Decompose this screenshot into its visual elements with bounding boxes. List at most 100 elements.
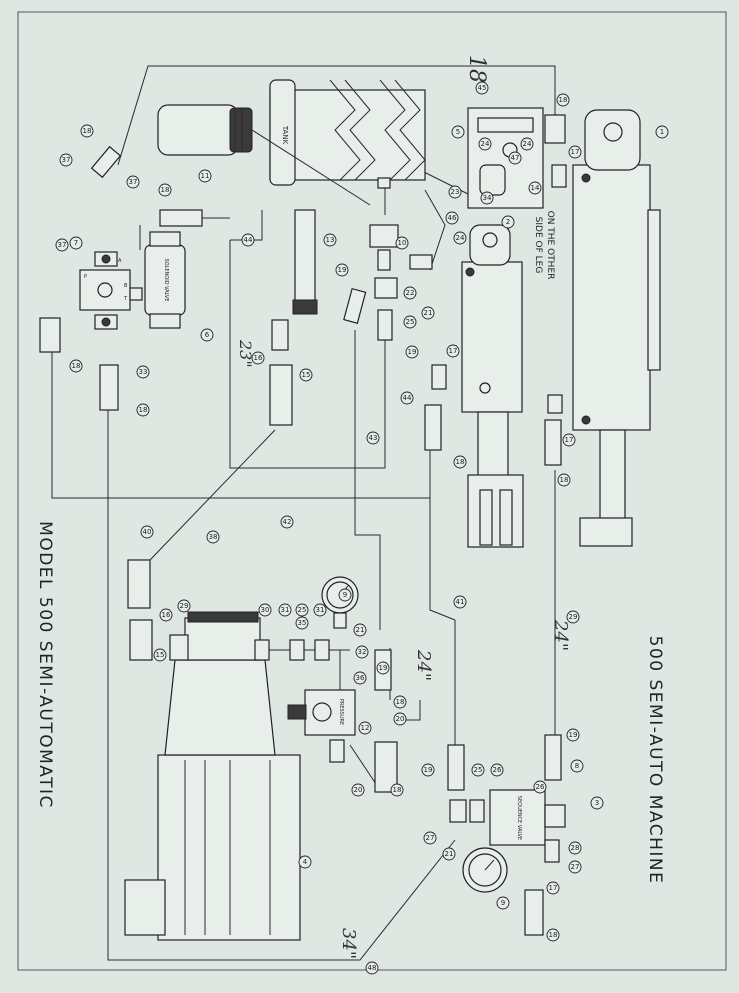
svg-text:18: 18 <box>161 186 170 194</box>
callout-32: 32 <box>355 645 369 659</box>
callout-1: 1 <box>655 125 669 139</box>
svg-text:18: 18 <box>72 362 81 370</box>
callout-25c: 25 <box>295 603 309 617</box>
svg-text:46: 46 <box>448 214 457 222</box>
svg-text:43: 43 <box>369 434 378 442</box>
svg-text:24: 24 <box>481 140 490 148</box>
svg-text:34: 34 <box>483 194 492 202</box>
callout-26a: 26 <box>490 763 504 777</box>
callout-14a: 14 <box>528 181 542 195</box>
callout-17c: 17 <box>562 433 576 447</box>
port-p-label: P <box>84 274 87 280</box>
note-right: 24" <box>550 619 571 651</box>
svg-text:40: 40 <box>143 528 152 536</box>
callout-29b: 29 <box>566 610 580 624</box>
svg-text:21: 21 <box>356 626 365 634</box>
callout-48: 48 <box>365 961 379 975</box>
svg-text:9: 9 <box>343 591 347 599</box>
svg-text:18: 18 <box>549 931 558 939</box>
callout-19b: 19 <box>405 345 419 359</box>
note-middle: 24" <box>413 649 434 681</box>
svg-text:13: 13 <box>326 236 335 244</box>
relief-valve-label: PRESSURE <box>338 699 344 725</box>
title-right: 500 SEMI-AUTO MACHINE <box>645 636 665 885</box>
svg-text:18: 18 <box>393 786 402 794</box>
manifold-label: SEQUENCE VALVE <box>516 796 522 840</box>
svg-text:26: 26 <box>493 766 502 774</box>
callout-18j: 18 <box>546 928 560 942</box>
svg-text:3: 3 <box>595 799 599 807</box>
callout-37b: 37 <box>126 175 140 189</box>
svg-text:21: 21 <box>424 309 433 317</box>
svg-text:2: 2 <box>506 218 510 226</box>
svg-text:16: 16 <box>254 354 263 362</box>
callout-13: 13 <box>323 233 337 247</box>
svg-text:18: 18 <box>396 698 405 706</box>
callout-2: 2 <box>501 215 515 229</box>
callout-37a: 37 <box>59 153 73 167</box>
callout-44a: 44 <box>241 233 255 247</box>
callout-31b: 31 <box>313 603 327 617</box>
callout-17b: 17 <box>446 344 460 358</box>
svg-text:22: 22 <box>406 289 415 297</box>
callout-9b: 9 <box>496 896 510 910</box>
hose-lines <box>51 65 556 961</box>
callout-18a: 18 <box>80 124 94 138</box>
callout-34: 34 <box>480 191 494 205</box>
callout-18g: 18 <box>557 473 571 487</box>
callout-19e: 19 <box>376 661 390 675</box>
svg-text:14: 14 <box>531 184 540 192</box>
svg-text:37: 37 <box>58 241 67 249</box>
port-t-label: T <box>123 296 128 302</box>
svg-text:24: 24 <box>456 234 465 242</box>
svg-text:23: 23 <box>451 188 460 196</box>
callout-17a: 17 <box>568 145 582 159</box>
pressure-gauge-lower <box>462 847 508 893</box>
svg-text:37: 37 <box>62 156 71 164</box>
svg-text:26: 26 <box>536 783 545 791</box>
callout-28: 28 <box>568 841 582 855</box>
callout-20b: 20 <box>351 783 365 797</box>
callout-24a: 24 <box>453 231 467 245</box>
callout-18i: 18 <box>390 783 404 797</box>
breather-tube <box>292 209 318 315</box>
note-upper-left: 23" <box>236 339 255 368</box>
callout-17d: 17 <box>546 881 560 895</box>
svg-text:45: 45 <box>478 84 487 92</box>
hose-fittings <box>39 114 567 936</box>
svg-text:9: 9 <box>501 899 505 907</box>
svg-text:19: 19 <box>379 664 388 672</box>
callout-18e: 18 <box>556 93 570 107</box>
callout-42: 42 <box>280 515 294 529</box>
callout-6: 6 <box>200 328 214 342</box>
svg-text:44: 44 <box>244 236 253 244</box>
svg-text:48: 48 <box>368 964 377 972</box>
callout-8: 8 <box>570 759 584 773</box>
svg-text:27: 27 <box>426 834 435 842</box>
callout-46: 46 <box>445 211 459 225</box>
callout-47: 47 <box>508 151 522 165</box>
svg-text:19: 19 <box>424 766 433 774</box>
callout-35: 35 <box>295 616 309 630</box>
svg-text:41: 41 <box>456 598 465 606</box>
callout-19c: 19 <box>421 763 435 777</box>
svg-text:18: 18 <box>139 406 148 414</box>
svg-text:17: 17 <box>449 347 458 355</box>
callout-18b: 18 <box>158 183 172 197</box>
electric-motor <box>124 611 301 941</box>
callout-12: 12 <box>358 721 372 735</box>
callout-41: 41 <box>453 595 467 609</box>
callout-27a: 27 <box>423 831 437 845</box>
callout-3: 3 <box>590 796 604 810</box>
svg-text:7: 7 <box>74 239 78 247</box>
callout-33: 33 <box>136 365 150 379</box>
svg-text:35: 35 <box>298 619 307 627</box>
svg-text:42: 42 <box>283 518 292 526</box>
svg-text:44: 44 <box>403 394 412 402</box>
callout-15b: 15 <box>153 648 167 662</box>
svg-text:18: 18 <box>83 127 92 135</box>
solenoid-valve-label: SOLENOID VALVE <box>163 259 169 302</box>
sequence-manifold: SEQUENCE VALVE <box>489 789 566 846</box>
svg-text:1: 1 <box>660 128 664 136</box>
